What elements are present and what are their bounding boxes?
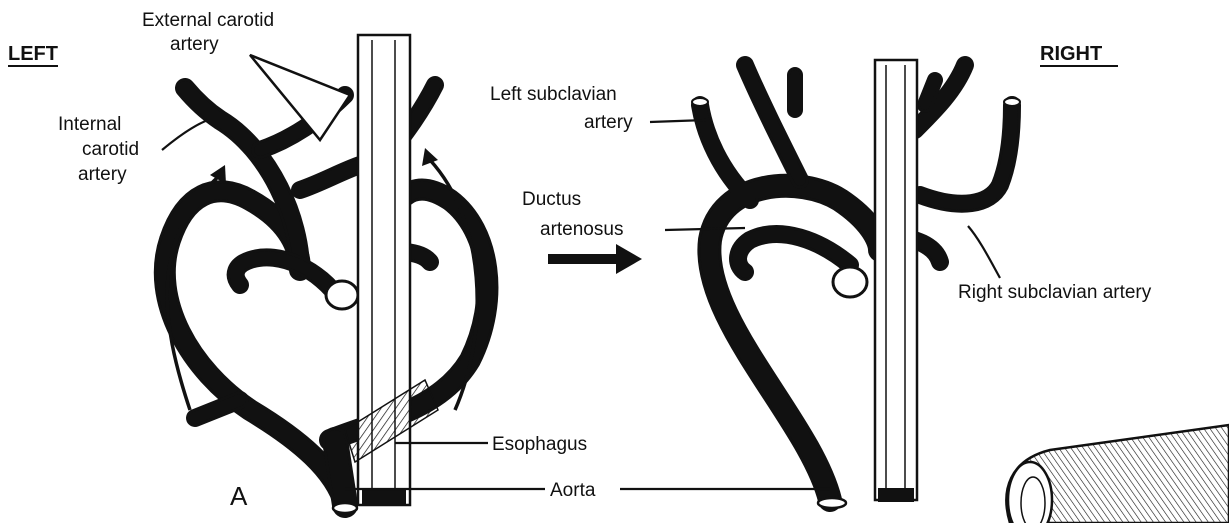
panel-letter: A bbox=[230, 481, 248, 511]
label-internal-carotid-2: carotid bbox=[82, 139, 139, 160]
left-diagram bbox=[165, 35, 488, 513]
left-subclavian-right bbox=[692, 98, 750, 200]
right-heading: RIGHT bbox=[1040, 43, 1102, 65]
label-esophagus: Esophagus bbox=[492, 434, 587, 455]
leader-right-subclavian bbox=[968, 226, 1000, 278]
carotids-right bbox=[745, 65, 965, 180]
leader-internal-carotid bbox=[162, 120, 208, 150]
label-ductus-2: artenosus bbox=[540, 219, 623, 240]
label-internal-carotid-1: Internal bbox=[58, 114, 121, 135]
left-subclavian-stub bbox=[195, 400, 240, 418]
label-ductus-1: Ductus bbox=[522, 189, 581, 210]
cylinder-partial bbox=[1006, 425, 1229, 523]
label-external-carotid-1: External carotid bbox=[142, 10, 274, 31]
esophagus-tube-right bbox=[875, 60, 917, 502]
label-right-subclavian: Right subclavian artery bbox=[958, 282, 1152, 303]
flow-arrow-right-head bbox=[422, 148, 438, 166]
left-heading: LEFT bbox=[8, 43, 58, 65]
transition-arrow bbox=[548, 244, 642, 274]
label-external-carotid-2: artery bbox=[170, 34, 219, 55]
label-internal-carotid-3: artery bbox=[78, 164, 127, 185]
label-aorta: Aorta bbox=[550, 480, 596, 501]
left-aortic-arch bbox=[165, 191, 345, 505]
leader-ductus bbox=[665, 228, 745, 230]
label-left-subclavian-2: artery bbox=[584, 112, 633, 133]
label-left-subclavian-1: Left subclavian bbox=[490, 84, 617, 105]
